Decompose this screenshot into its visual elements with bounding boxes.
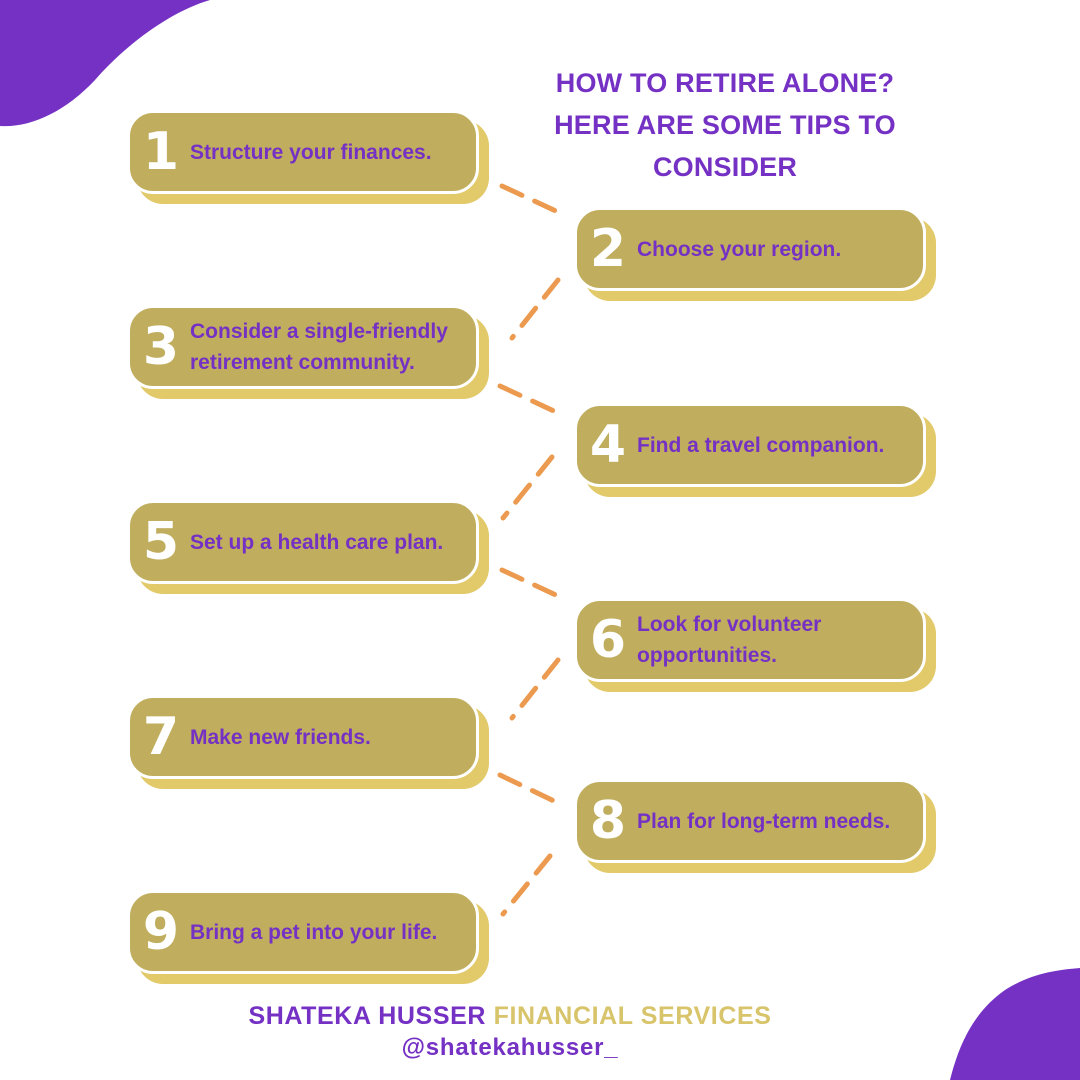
tip-card-body: 2 Choose your region.	[574, 207, 926, 291]
tip-card-body: 5 Set up a health care plan.	[127, 500, 479, 584]
connector-3-4	[497, 383, 559, 415]
tip-card-body: 7 Make new friends.	[127, 695, 479, 779]
tip-text: Choose your region.	[637, 237, 842, 261]
connector-1-2	[499, 183, 561, 215]
tip-text: Look for volunteer opportunities.	[637, 613, 822, 667]
title-line-1: HOW TO RETIRE ALONE?	[555, 68, 895, 98]
tip-text: Plan for long-term needs.	[637, 809, 891, 833]
connector-6-7	[509, 657, 561, 721]
connector-7-8	[497, 772, 559, 805]
brand-name: SHATEKA HUSSER	[248, 1002, 487, 1030]
tip-text: Find a travel companion.	[637, 433, 885, 457]
tip-number: 1	[142, 122, 180, 182]
tip-number: 5	[142, 512, 180, 572]
title-line-3: CONSIDER	[652, 152, 798, 182]
tip-text: Bring a pet into your life.	[190, 920, 438, 944]
tip-text: Make new friends.	[190, 725, 371, 749]
tip-card-3: 3 Consider a single-friendly retirement …	[127, 305, 489, 399]
tip-number: 2	[589, 219, 627, 279]
page-title: HOW TO RETIRE ALONE? HERE ARE SOME TIPS …	[520, 62, 930, 188]
tip-card-5: 5 Set up a health care plan.	[127, 500, 489, 594]
tip-card-2: 2 Choose your region.	[574, 207, 936, 301]
title-line-2: HERE ARE SOME TIPS TO	[554, 110, 896, 140]
tip-card-7: 7 Make new friends.	[127, 695, 489, 789]
tip-card-6: 6 Look for volunteer opportunities.	[574, 598, 936, 692]
social-handle: @shatekahusser_	[401, 1034, 619, 1061]
tip-text: Consider a single-friendly retirement co…	[190, 320, 448, 374]
tip-number: 8	[589, 791, 627, 851]
tip-card-8: 8 Plan for long-term needs.	[574, 779, 936, 873]
connector-2-3	[509, 277, 561, 341]
connector-8-9	[500, 853, 553, 917]
tip-card-body: 1 Structure your finances.	[127, 110, 479, 194]
tip-number: 3	[142, 317, 180, 377]
tip-number: 6	[589, 610, 627, 670]
tip-card-body: 4 Find a travel companion.	[574, 403, 926, 487]
tip-card-9: 9 Bring a pet into your life.	[127, 890, 489, 984]
tip-number: 9	[142, 902, 180, 962]
tip-text: Structure your finances.	[190, 140, 432, 164]
brand-suffix: FINANCIAL SERVICES	[493, 1002, 772, 1030]
tip-card-1: 1 Structure your finances.	[127, 110, 489, 204]
tip-card-body: 3 Consider a single-friendly retirement …	[127, 305, 479, 389]
tip-number: 7	[142, 707, 180, 767]
footer-brand: SHATEKA HUSSER FINANCIAL SERVICES	[0, 1002, 1020, 1031]
tip-card-body: 6 Look for volunteer opportunities.	[574, 598, 926, 682]
tip-card-4: 4 Find a travel companion.	[574, 403, 936, 497]
tip-card-body: 8 Plan for long-term needs.	[574, 779, 926, 863]
tip-number: 4	[589, 415, 627, 475]
tip-text: Set up a health care plan.	[190, 530, 444, 554]
tip-card-body: 9 Bring a pet into your life.	[127, 890, 479, 974]
connector-4-5	[500, 454, 555, 521]
connector-5-6	[499, 567, 561, 599]
